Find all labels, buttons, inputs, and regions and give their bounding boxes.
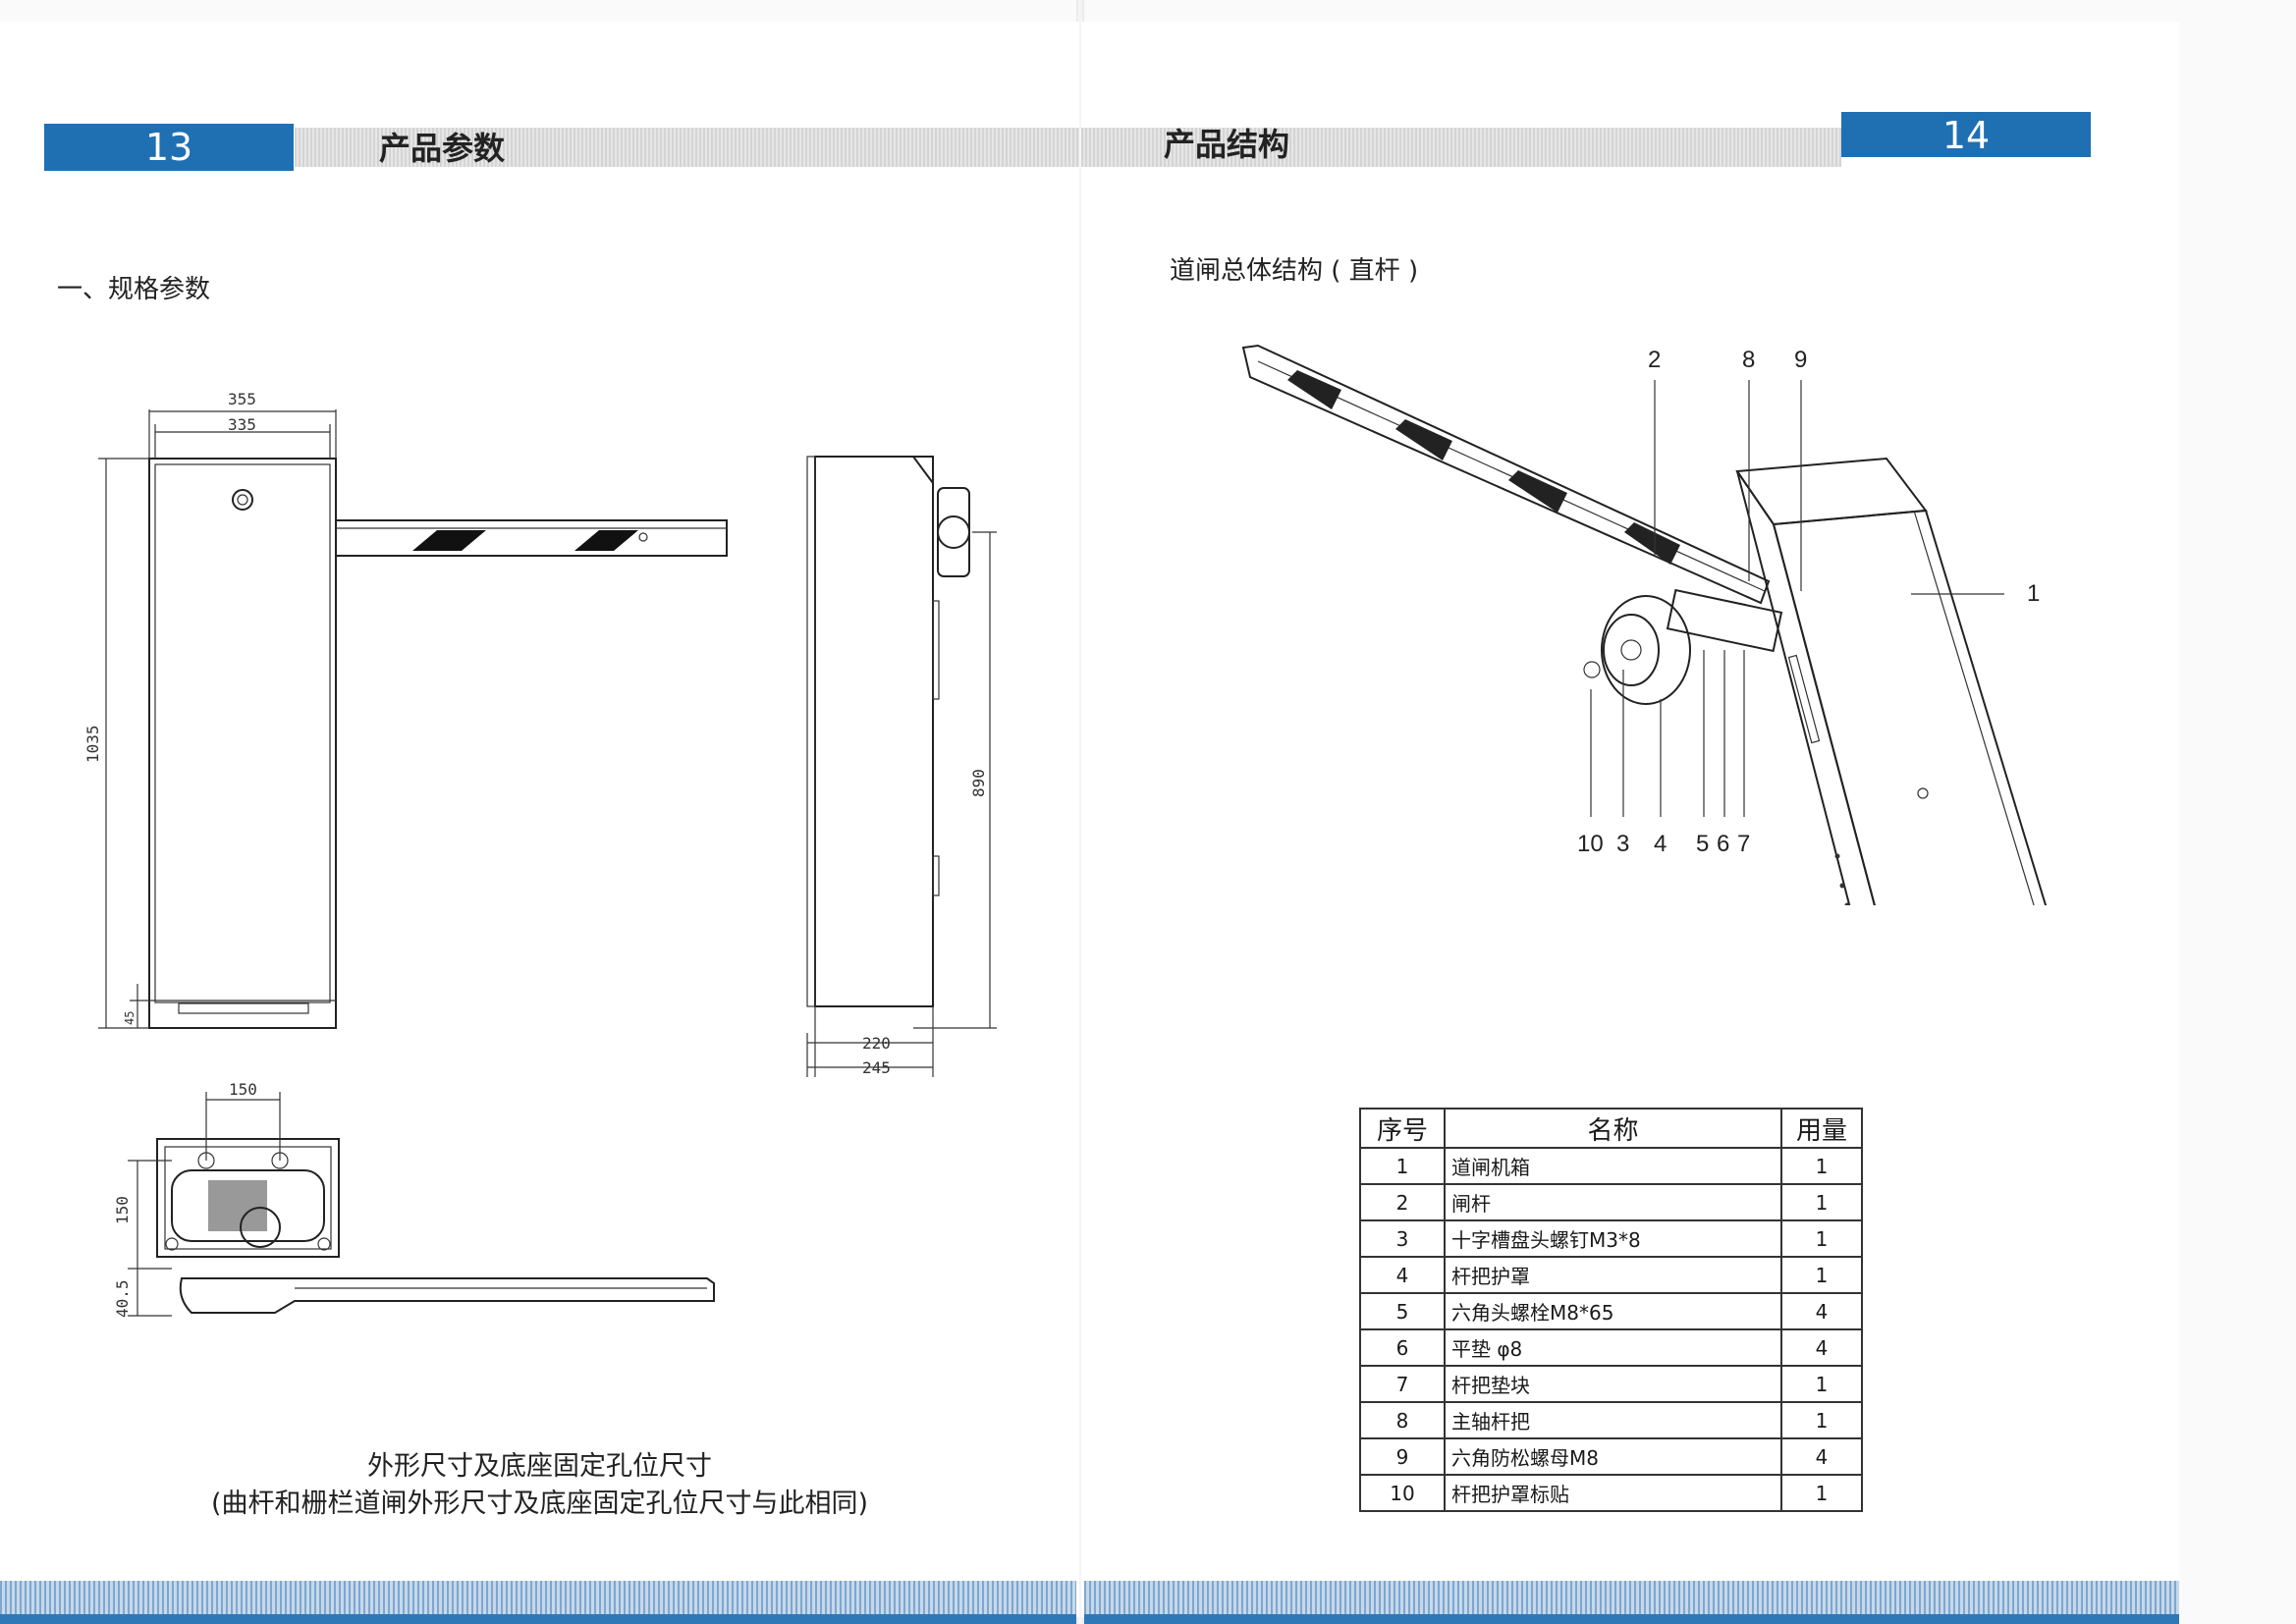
cell-qty: 1 (1780, 1219, 1863, 1258)
cell-index: 8 (1359, 1401, 1446, 1439)
section-title-specs: 一、规格参数 (57, 275, 211, 304)
header-name: 名称 (1444, 1108, 1782, 1149)
dim-width-inner: 335 (228, 415, 256, 434)
cell-name: 主轴杆把 (1444, 1401, 1782, 1439)
cell-name: 平垫 φ8 (1444, 1328, 1782, 1367)
dim-hole-spacing-x: 150 (229, 1080, 257, 1099)
dim-depth-outer: 245 (862, 1058, 891, 1077)
callout-7: 7 (1737, 831, 1750, 857)
callout-8: 8 (1742, 347, 1755, 373)
header-band-left (295, 128, 1079, 167)
bottom-band-left (0, 1581, 1076, 1624)
callout-10: 10 (1577, 831, 1604, 857)
dimension-drawing: 355 335 1035 45 890 220 245 (83, 390, 997, 1318)
cell-name: 闸杆 (1444, 1183, 1782, 1221)
cell-qty: 1 (1780, 1256, 1863, 1294)
cell-index: 2 (1359, 1183, 1446, 1221)
header-title-left: 产品参数 (379, 130, 506, 167)
cell-qty: 4 (1780, 1292, 1863, 1330)
cell-index: 10 (1359, 1474, 1446, 1512)
dim-depth-inner: 220 (862, 1034, 891, 1053)
boom-isometric (1241, 344, 1771, 605)
section-title-structure: 道闸总体结构 ( 直杆 ) (1170, 256, 1419, 286)
cell-index: 9 (1359, 1437, 1446, 1476)
page-gutter (1076, 0, 1084, 1624)
cell-index: 1 (1359, 1147, 1446, 1185)
callout-6: 6 (1717, 831, 1729, 857)
cabinet-isometric (1735, 457, 2048, 905)
cell-qty: 4 (1780, 1437, 1863, 1476)
header-band-right (1081, 128, 1841, 167)
cell-index: 5 (1359, 1292, 1446, 1330)
cell-qty: 1 (1780, 1183, 1863, 1221)
hub-cover (1583, 588, 1783, 705)
dim-side-height: 890 (969, 769, 988, 797)
cell-qty: 1 (1780, 1147, 1863, 1185)
structure-drawing: 2 8 9 1 10 3 4 5 6 7 (1241, 344, 2048, 905)
cell-qty: 1 (1780, 1401, 1863, 1439)
bottom-band-right (1084, 1581, 2179, 1624)
header-title-right: 产品结构 (1164, 126, 1290, 163)
dim-height-total: 1035 (83, 725, 102, 763)
cell-index: 4 (1359, 1256, 1446, 1294)
header-qty: 用量 (1780, 1108, 1863, 1149)
side-view (806, 456, 997, 1077)
callout-3: 3 (1616, 831, 1629, 857)
table-header-row: 序号 名称 用量 (1359, 1108, 1863, 1149)
cell-qty: 1 (1780, 1365, 1863, 1403)
caption-line-1: 外形尺寸及底座固定孔位尺寸 (367, 1451, 712, 1482)
dim-hole-spacing-y: 150 (113, 1196, 132, 1224)
cell-qty: 4 (1780, 1328, 1863, 1367)
header-index: 序号 (1359, 1108, 1446, 1149)
callout-4: 4 (1654, 831, 1667, 857)
dim-base-height: 45 (123, 1011, 137, 1025)
left-page: 13 产品参数 一、规格参数 (0, 22, 1079, 1617)
cell-index: 3 (1359, 1219, 1446, 1258)
cell-name: 六角头螺栓M8*65 (1444, 1292, 1782, 1330)
cell-qty: 1 (1780, 1474, 1863, 1512)
callout-5: 5 (1696, 831, 1709, 857)
cell-name: 十字槽盘头螺钉M3*8 (1444, 1219, 1782, 1258)
cell-name: 六角防松螺母M8 (1444, 1437, 1782, 1476)
cell-index: 6 (1359, 1328, 1446, 1367)
page-number-right: 14 (1841, 112, 2091, 157)
cell-name: 杆把护罩 (1444, 1256, 1782, 1294)
top-view (128, 1092, 715, 1317)
page-number-left: 13 (44, 124, 294, 171)
front-view (98, 409, 728, 1029)
callout-9: 9 (1794, 347, 1807, 373)
callout-2: 2 (1648, 347, 1661, 373)
dim-base-offset: 40.5 (113, 1279, 132, 1318)
cell-name: 杆把垫块 (1444, 1365, 1782, 1403)
cell-name: 道闸机箱 (1444, 1147, 1782, 1185)
caption-line-2: (曲杆和栅栏道闸外形尺寸及底座固定孔位尺寸与此相同) (210, 1489, 869, 1519)
callout-1: 1 (2027, 580, 2040, 607)
leader-lines (1590, 380, 2004, 817)
dim-width-outer: 355 (228, 390, 256, 408)
cell-name: 杆把护罩标贴 (1444, 1474, 1782, 1512)
cell-index: 7 (1359, 1365, 1446, 1403)
